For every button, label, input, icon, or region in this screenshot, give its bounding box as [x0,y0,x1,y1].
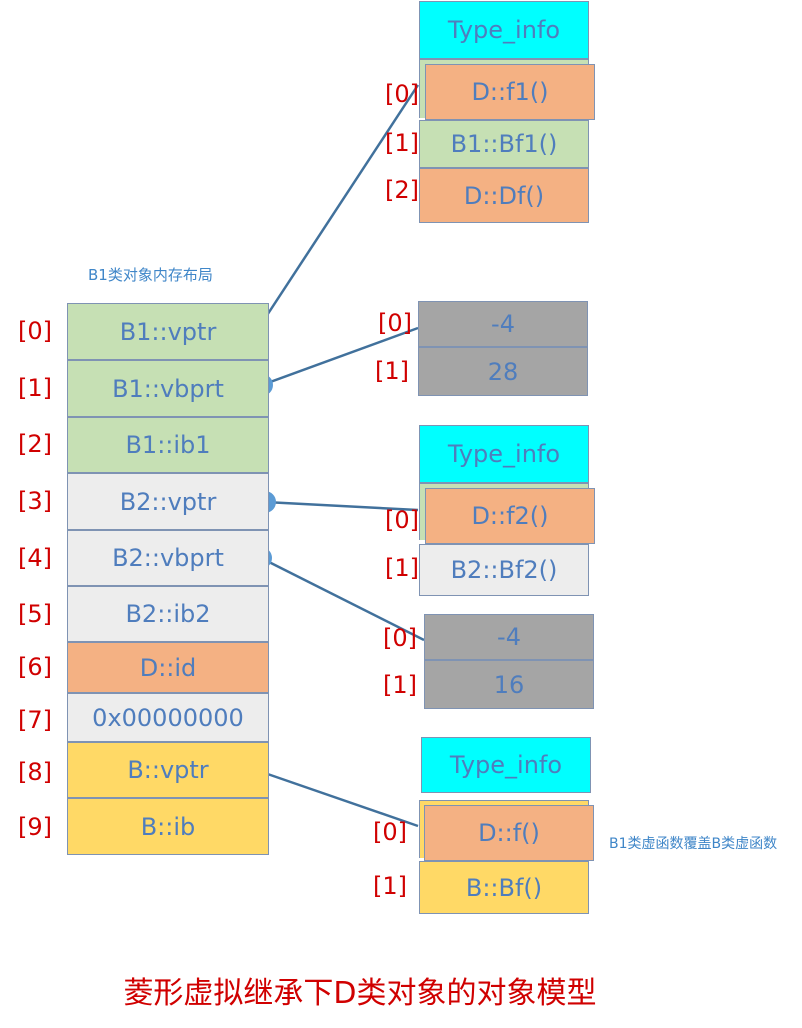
object-slot-b1-vbprt: B1::vbprt [67,360,269,417]
vbtable-b1-entry-offset-base: 28 [418,347,588,396]
diagram-title: 菱形虚拟继承下D类对象的对象模型 [123,976,597,1011]
vbtable-b2-entry-offset-base: 16 [424,660,594,709]
vtable-b-entry-b-bf: B::Bf() [419,861,589,914]
connector-b-vptr [255,768,419,828]
connector-b2-vbprt [260,556,425,642]
object-slot-b2-ib2: B2::ib2 [67,586,269,642]
object-slot-index: [9] [18,813,52,841]
vtable-b2-entry-d-f2: D::f2() [425,488,595,544]
object-slot-index: [1] [18,374,52,402]
vtable-b2-index: [1] [385,554,419,582]
vtable-b1-index: [2] [385,176,419,204]
vtable-b1-entry-b1-bf1: B1::Bf1() [419,120,589,168]
object-slot-b1-vptr: B1::vptr [67,303,269,360]
object-slot-index: [8] [18,758,52,786]
vtable-b1-index: [0] [385,80,419,108]
vtable-b2-entry-b2-bf2: B2::Bf2() [419,544,589,596]
vtable-b1-type-info: Type_info [419,1,589,59]
vtable-b-index: [1] [373,872,407,900]
vtable-b1-index: [1] [385,129,419,157]
vtable-b2-index: [0] [385,506,419,534]
object-slot-index: [2] [18,430,52,458]
vbtable-b1-index: [1] [375,357,409,385]
object-slot-index: [6] [18,653,52,681]
object-slot-b2-vptr: B2::vptr [67,473,269,530]
vtable-b-index: [0] [373,818,407,846]
vbtable-b1-entry-offset-self: -4 [418,301,588,347]
object-slot-index: [4] [18,544,52,572]
vtable-b-entry-d-f: D::f() [424,805,594,861]
connector-b2-vptr [264,500,419,512]
object-layout-caption: B1类对象内存布局 [88,266,213,284]
vtable-b1-entry-d-df: D::Df() [419,168,589,223]
object-slot-padding: 0x00000000 [67,693,269,742]
connector-b1-vbprt [261,326,419,387]
object-slot-b-vptr: B::vptr [67,742,269,798]
object-slot-index: [7] [18,706,52,734]
vtable-b-type-info: Type_info [421,737,591,793]
object-slot-b2-vbprt: B2::vbprt [67,530,269,586]
vtable-b1-entry-d-f1: D::f1() [425,64,595,120]
object-slot-index: [0] [18,317,52,345]
object-slot-b1-ib1: B1::ib1 [67,417,269,473]
object-slot-index: [3] [18,487,52,515]
object-slot-index: [5] [18,600,52,628]
vbtable-b2-entry-offset-self: -4 [424,614,594,660]
connector-b1-vptr [254,84,420,333]
object-slot-d-id: D::id [67,642,269,693]
vbtable-b2-index: [0] [383,624,417,652]
override-note: B1类虚函数覆盖B类虚函数 [609,836,778,852]
object-slot-b-ib: B::ib [67,798,269,855]
vtable-b2-type-info: Type_info [419,425,589,483]
vbtable-b1-index: [0] [378,309,412,337]
vbtable-b2-index: [1] [383,671,417,699]
